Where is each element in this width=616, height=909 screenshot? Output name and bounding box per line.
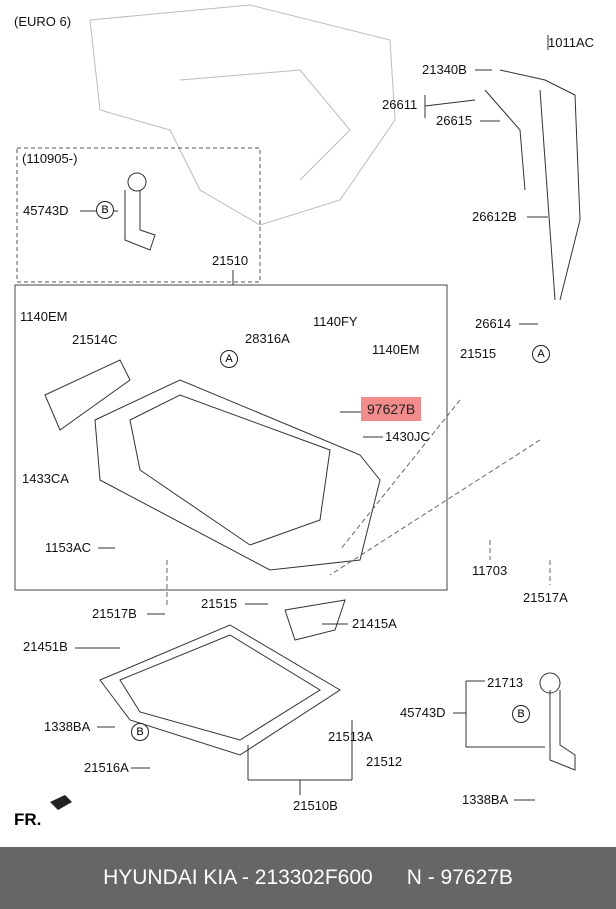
part-label-21510B[interactable]: 21510B (293, 798, 338, 813)
part-label-21510[interactable]: 21510 (212, 253, 249, 268)
ref-marker-b: B (96, 201, 114, 219)
part-label-1430JC[interactable]: 1430JC (385, 429, 430, 444)
part-label-26611[interactable]: 26611 (382, 97, 418, 112)
oem-number-text: N - 97627B (406, 866, 513, 889)
part-label-1338BA[interactable]: 1338BA (44, 719, 91, 734)
part-number-text: HYUNDAI KIA - 213302F600 (103, 866, 373, 889)
part-label-1140EM[interactable]: 1140EM (20, 309, 68, 324)
part-label-45743D[interactable]: 45743D (400, 705, 446, 720)
part-label-21451B[interactable]: 21451B (23, 639, 68, 654)
variant-label: (EURO 6) (14, 14, 72, 29)
part-label-21415A[interactable]: 21415A (352, 616, 397, 631)
part-label-45743D[interactable]: 45743D (23, 203, 69, 218)
part-label-26614[interactable]: 26614 (475, 316, 512, 331)
part-label-21513A[interactable]: 21513A (328, 729, 373, 744)
part-label-21515[interactable]: 21515 (460, 346, 497, 361)
part-label-1153AC[interactable]: 1153AC (45, 540, 92, 555)
ref-marker-a: A (220, 350, 238, 368)
inset-date-label: (110905-) (22, 151, 78, 166)
part-label-21515[interactable]: 21515 (201, 596, 238, 611)
part-label-21340B[interactable]: 21340B (422, 62, 467, 77)
part-label-11703[interactable]: 11703 (472, 563, 508, 578)
footer-bar: HYUNDAI KIA - 213302F600 N - 97627B (0, 847, 616, 909)
front-direction-label: FR. (14, 810, 42, 829)
part-label-1140FY[interactable]: 1140FY (313, 314, 358, 329)
part-label-1433CA[interactable]: 1433CA (22, 471, 69, 486)
ref-marker-b: B (131, 723, 149, 741)
part-label-21517A[interactable]: 21517A (523, 590, 568, 605)
part-label-21512[interactable]: 21512 (366, 754, 403, 769)
ref-marker-a: A (532, 345, 550, 363)
part-label-26612B[interactable]: 26612B (472, 209, 517, 224)
part-label-21713[interactable]: 21713 (487, 675, 524, 690)
part-label-21517B[interactable]: 21517B (92, 606, 137, 621)
part-label-21514C[interactable]: 21514C (72, 332, 118, 347)
part-label-28316A[interactable]: 28316A (245, 331, 290, 346)
part-label-26615[interactable]: 26615 (436, 113, 473, 128)
part-label-21516A[interactable]: 21516A (84, 760, 129, 775)
part-label-1140EM[interactable]: 1140EM (372, 342, 420, 357)
part-label-1338BA[interactable]: 1338BA (462, 792, 509, 807)
part-label-1011AC[interactable]: 1011AC (548, 35, 595, 50)
highlighted-part-97627B[interactable]: 97627B (361, 397, 422, 421)
ref-marker-b: B (512, 705, 530, 723)
